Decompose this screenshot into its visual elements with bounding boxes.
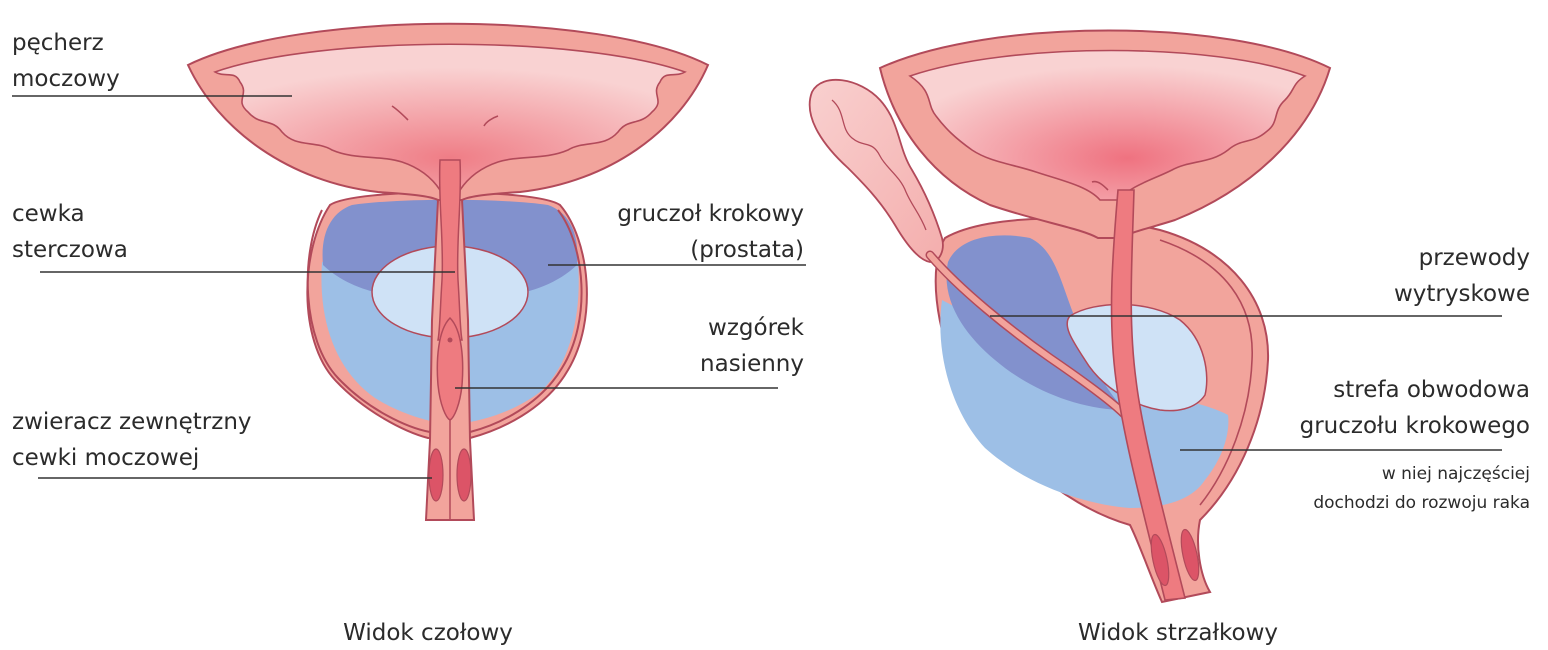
label-ejaculatory-ducts-line2: wytryskowe <box>1394 276 1530 312</box>
caption-sagittal-view: Widok strzałkowy <box>1078 618 1278 648</box>
label-ejaculatory-ducts-line1: przewody <box>1394 240 1530 276</box>
label-verumontanum-line1: wzgórek <box>700 310 804 346</box>
label-external-sphincter-line2: cewki moczowej <box>12 440 252 476</box>
label-prostatic-urethra: cewka sterczowa <box>12 196 128 268</box>
sphincter-right-frontal <box>457 449 471 501</box>
label-prostate: gruczoł krokowy (prostata) <box>617 196 804 268</box>
label-verumontanum: wzgórek nasienny <box>700 310 804 382</box>
label-external-sphincter-line1: zwieracz zewnętrzny <box>12 404 252 440</box>
label-bladder-line1: pęcherz <box>12 25 120 61</box>
label-prostatic-urethra-line2: sterczowa <box>12 232 128 268</box>
verumontanum-dot <box>448 338 453 343</box>
label-peripheral-zone-line1: strefa obwodowa <box>1300 372 1530 408</box>
urethra-lumen-frontal <box>438 160 462 340</box>
label-verumontanum-line2: nasienny <box>700 346 804 382</box>
caption-frontal-view: Widok czołowy <box>343 618 513 648</box>
label-peripheral-zone-line2: gruczołu krokowego <box>1300 408 1530 444</box>
label-prostatic-urethra-line1: cewka <box>12 196 128 232</box>
label-ejaculatory-ducts: przewody wytryskowe <box>1394 240 1530 312</box>
label-peripheral-zone: strefa obwodowa gruczołu krokowego <box>1300 372 1530 444</box>
label-cancer-note-line2: dochodzi do rozwoju raka <box>1313 489 1530 518</box>
label-cancer-note-line1: w niej najczęściej <box>1313 460 1530 489</box>
sphincter-left-frontal <box>429 449 443 501</box>
label-external-sphincter: zwieracz zewnętrzny cewki moczowej <box>12 404 252 476</box>
label-prostate-line1: gruczoł krokowy <box>617 196 804 232</box>
label-bladder: pęcherz moczowy <box>12 25 120 97</box>
label-prostate-line2: (prostata) <box>617 232 804 268</box>
label-bladder-line2: moczowy <box>12 61 120 97</box>
verumontanum-frontal <box>437 318 462 420</box>
label-cancer-note: w niej najczęściej dochodzi do rozwoju r… <box>1313 460 1530 518</box>
